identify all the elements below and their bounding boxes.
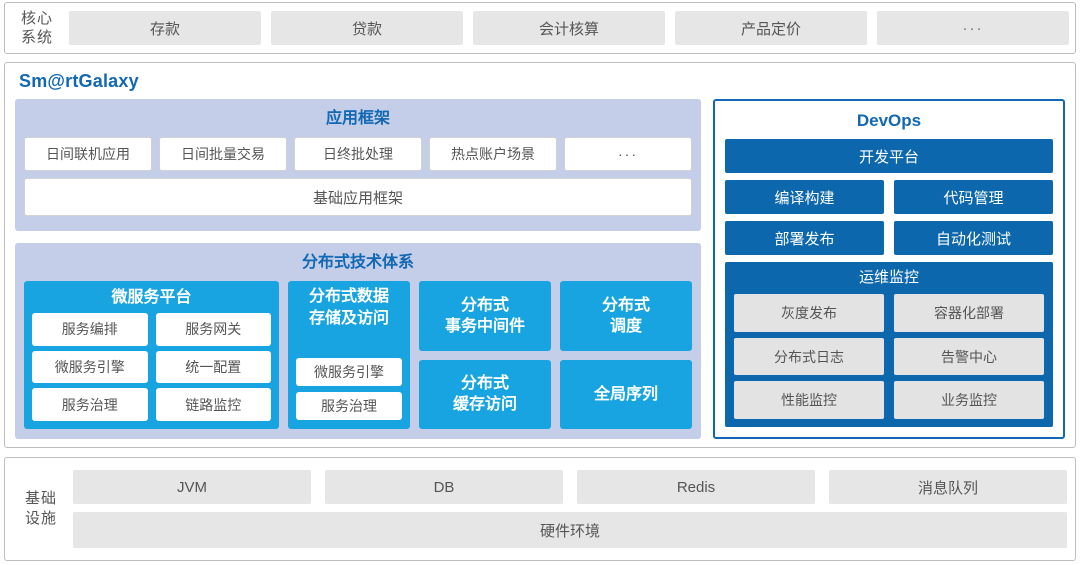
ops-monitoring-row: 分布式日志 告警中心 xyxy=(734,337,1044,376)
devops-compile-build[interactable]: 编译构建 xyxy=(725,180,884,214)
devops-row: 部署发布 自动化测试 xyxy=(725,221,1053,255)
ops-item-performance-monitoring[interactable]: 性能监控 xyxy=(734,381,884,420)
app-chip-more[interactable]: ··· xyxy=(564,137,692,171)
distributed-data-storage-title-line1: 分布式数据 xyxy=(308,288,389,305)
core-system-item-loan[interactable]: 贷款 xyxy=(271,11,463,45)
infra-item-redis[interactable]: Redis xyxy=(577,470,815,504)
ops-item-alert-center[interactable]: 告警中心 xyxy=(894,337,1044,376)
microservice-row: 服务治理 链路监控 xyxy=(32,388,271,422)
cell-global-sequence-line1: 全局序列 xyxy=(593,385,658,403)
ops-item-containerized-deploy[interactable]: 容器化部署 xyxy=(894,294,1044,332)
infra-item-db[interactable]: DB xyxy=(325,470,563,504)
ops-item-business-monitoring[interactable]: 业务监控 xyxy=(894,381,1044,420)
distributed-tech-title: 分布式技术体系 xyxy=(301,254,414,271)
core-system-item-pricing[interactable]: 产品定价 xyxy=(675,11,867,45)
core-system-label: 核心 系统 xyxy=(11,9,63,47)
ops-monitoring-panel: 运维监控 灰度发布 容器化部署 分布式日志 告警中心 性能监控 xyxy=(725,262,1053,427)
ms-item-link-monitoring[interactable]: 链路监控 xyxy=(155,388,271,422)
distributed-tech-grid: 微服务平台 服务编排 服务网关 微服务引擎 统一配置 xyxy=(24,281,692,429)
distributed-tech-panel: 分布式技术体系 微服务平台 服务编排 服务网关 微服务 xyxy=(15,243,701,439)
application-framework-chip-row: 日间联机应用 日间批量交易 日终批处理 热点账户场景 ··· xyxy=(24,137,692,171)
core-system-label-line2: 系统 xyxy=(20,29,53,46)
microservice-row: 微服务引擎 统一配置 xyxy=(32,350,271,384)
distributed-cells-row: 分布式 缓存访问 全局序列 xyxy=(419,359,692,429)
cell-global-sequence[interactable]: 全局序列 xyxy=(560,359,692,429)
smartgalaxy-section: Sm@rtGalaxy 应用框架 日间联机应用 日间批量交易 日终批处理 热点账… xyxy=(4,62,1076,448)
devops-automated-testing[interactable]: 自动化测试 xyxy=(894,221,1053,255)
cell-scheduling-line2: 调度 xyxy=(609,317,642,335)
cell-distributed-cache-access[interactable]: 分布式 缓存访问 xyxy=(419,359,551,429)
smartgalaxy-body: 应用框架 日间联机应用 日间批量交易 日终批处理 热点账户场景 ··· 基础应用… xyxy=(15,99,1065,439)
core-system-label-line1: 核心 xyxy=(20,10,53,27)
infrastructure-row: JVM DB Redis 消息队列 xyxy=(73,470,1067,504)
app-chip-hot-account[interactable]: 热点账户场景 xyxy=(429,137,557,171)
ops-monitoring-row: 灰度发布 容器化部署 xyxy=(734,294,1044,332)
devops-row: 编译构建 代码管理 xyxy=(725,180,1053,214)
cell-distributed-scheduling[interactable]: 分布式 调度 xyxy=(560,281,692,351)
cell-scheduling-line1: 分布式 xyxy=(601,296,650,314)
ds-item-microservice-engine[interactable]: 微服务引擎 xyxy=(296,358,402,386)
ms-item-unified-config[interactable]: 统一配置 xyxy=(155,350,271,384)
ops-monitoring-items: 灰度发布 容器化部署 分布式日志 告警中心 性能监控 业务监控 xyxy=(734,294,1044,420)
core-system-items: 存款 贷款 会计核算 产品定价 ··· xyxy=(69,11,1069,45)
core-system-item-more[interactable]: ··· xyxy=(877,11,1069,45)
ms-item-service-governance[interactable]: 服务治理 xyxy=(32,388,148,422)
ops-monitoring-title: 运维监控 xyxy=(858,269,919,286)
app-base-framework[interactable]: 基础应用框架 xyxy=(24,178,692,216)
infra-item-jvm[interactable]: JVM xyxy=(73,470,311,504)
infrastructure-label-line1: 基础 xyxy=(24,490,57,507)
app-chip-daytime-batch[interactable]: 日间批量交易 xyxy=(159,137,287,171)
infrastructure-label-line2: 设施 xyxy=(24,510,57,527)
microservice-platform-items: 服务编排 服务网关 微服务引擎 统一配置 服务治理 链路监控 xyxy=(32,313,271,422)
ds-item-service-governance[interactable]: 服务治理 xyxy=(296,392,402,420)
cell-cache-line1: 分布式 xyxy=(460,375,509,393)
app-chip-eod-batch[interactable]: 日终批处理 xyxy=(294,137,422,171)
cell-transaction-line1: 分布式 xyxy=(460,296,509,314)
core-system-item-deposit[interactable]: 存款 xyxy=(69,11,261,45)
infrastructure-section: 基础 设施 JVM DB Redis 消息队列 硬件环境 xyxy=(4,457,1076,561)
infra-hardware-environment[interactable]: 硬件环境 xyxy=(73,512,1067,548)
app-chip-daytime-online[interactable]: 日间联机应用 xyxy=(24,137,152,171)
devops-title: DevOps xyxy=(856,111,922,130)
core-system-item-accounting[interactable]: 会计核算 xyxy=(473,11,665,45)
infrastructure-label: 基础 设施 xyxy=(13,489,69,529)
cell-distributed-transaction-middleware[interactable]: 分布式 事务中间件 xyxy=(419,281,551,351)
microservice-platform-box[interactable]: 微服务平台 服务编排 服务网关 微服务引擎 统一配置 xyxy=(24,281,279,429)
devops-code-management[interactable]: 代码管理 xyxy=(894,180,1053,214)
distributed-data-storage-box[interactable]: 分布式数据 存储及访问 微服务引擎 服务治理 xyxy=(288,281,410,429)
ops-monitoring-row: 性能监控 业务监控 xyxy=(734,381,1044,420)
devops-dev-platform[interactable]: 开发平台 xyxy=(725,139,1053,173)
infra-item-message-queue[interactable]: 消息队列 xyxy=(829,470,1067,504)
devops-column: DevOps 开发平台 编译构建 代码管理 部署发布 自动化测试 运维监控 xyxy=(713,99,1065,439)
distributed-data-storage-title-line2: 存储及访问 xyxy=(308,310,389,327)
microservice-row: 服务编排 服务网关 xyxy=(32,313,271,346)
devops-panel: DevOps 开发平台 编译构建 代码管理 部署发布 自动化测试 运维监控 xyxy=(713,99,1065,439)
microservice-platform-title: 微服务平台 xyxy=(111,289,192,306)
application-framework-panel: 应用框架 日间联机应用 日间批量交易 日终批处理 热点账户场景 ··· 基础应用… xyxy=(15,99,701,231)
distributed-cells-row: 分布式 事务中间件 分布式 调度 xyxy=(419,281,692,351)
application-framework-title: 应用框架 xyxy=(325,110,390,127)
ops-item-distributed-logging[interactable]: 分布式日志 xyxy=(734,337,884,376)
distributed-data-storage-items: 微服务引擎 服务治理 xyxy=(296,334,402,421)
cell-transaction-line2: 事务中间件 xyxy=(444,317,525,335)
distributed-data-storage-title: 分布式数据 存储及访问 xyxy=(296,286,402,330)
devops-deploy-release[interactable]: 部署发布 xyxy=(725,221,884,255)
ops-item-gray-release[interactable]: 灰度发布 xyxy=(734,294,884,332)
ms-item-service-orchestration[interactable]: 服务编排 xyxy=(32,313,148,346)
cell-cache-line2: 缓存访问 xyxy=(452,396,517,414)
ms-item-service-gateway[interactable]: 服务网关 xyxy=(155,313,271,346)
core-system-section: 核心 系统 存款 贷款 会计核算 产品定价 ··· xyxy=(4,2,1076,54)
smartgalaxy-title: Sm@rtGalaxy xyxy=(19,71,139,91)
infrastructure-body: JVM DB Redis 消息队列 硬件环境 xyxy=(73,470,1067,548)
smartgalaxy-left-column: 应用框架 日间联机应用 日间批量交易 日终批处理 热点账户场景 ··· 基础应用… xyxy=(15,99,701,439)
distributed-cells-stack: 分布式 事务中间件 分布式 调度 xyxy=(419,281,692,429)
ms-item-microservice-engine[interactable]: 微服务引擎 xyxy=(32,350,148,384)
